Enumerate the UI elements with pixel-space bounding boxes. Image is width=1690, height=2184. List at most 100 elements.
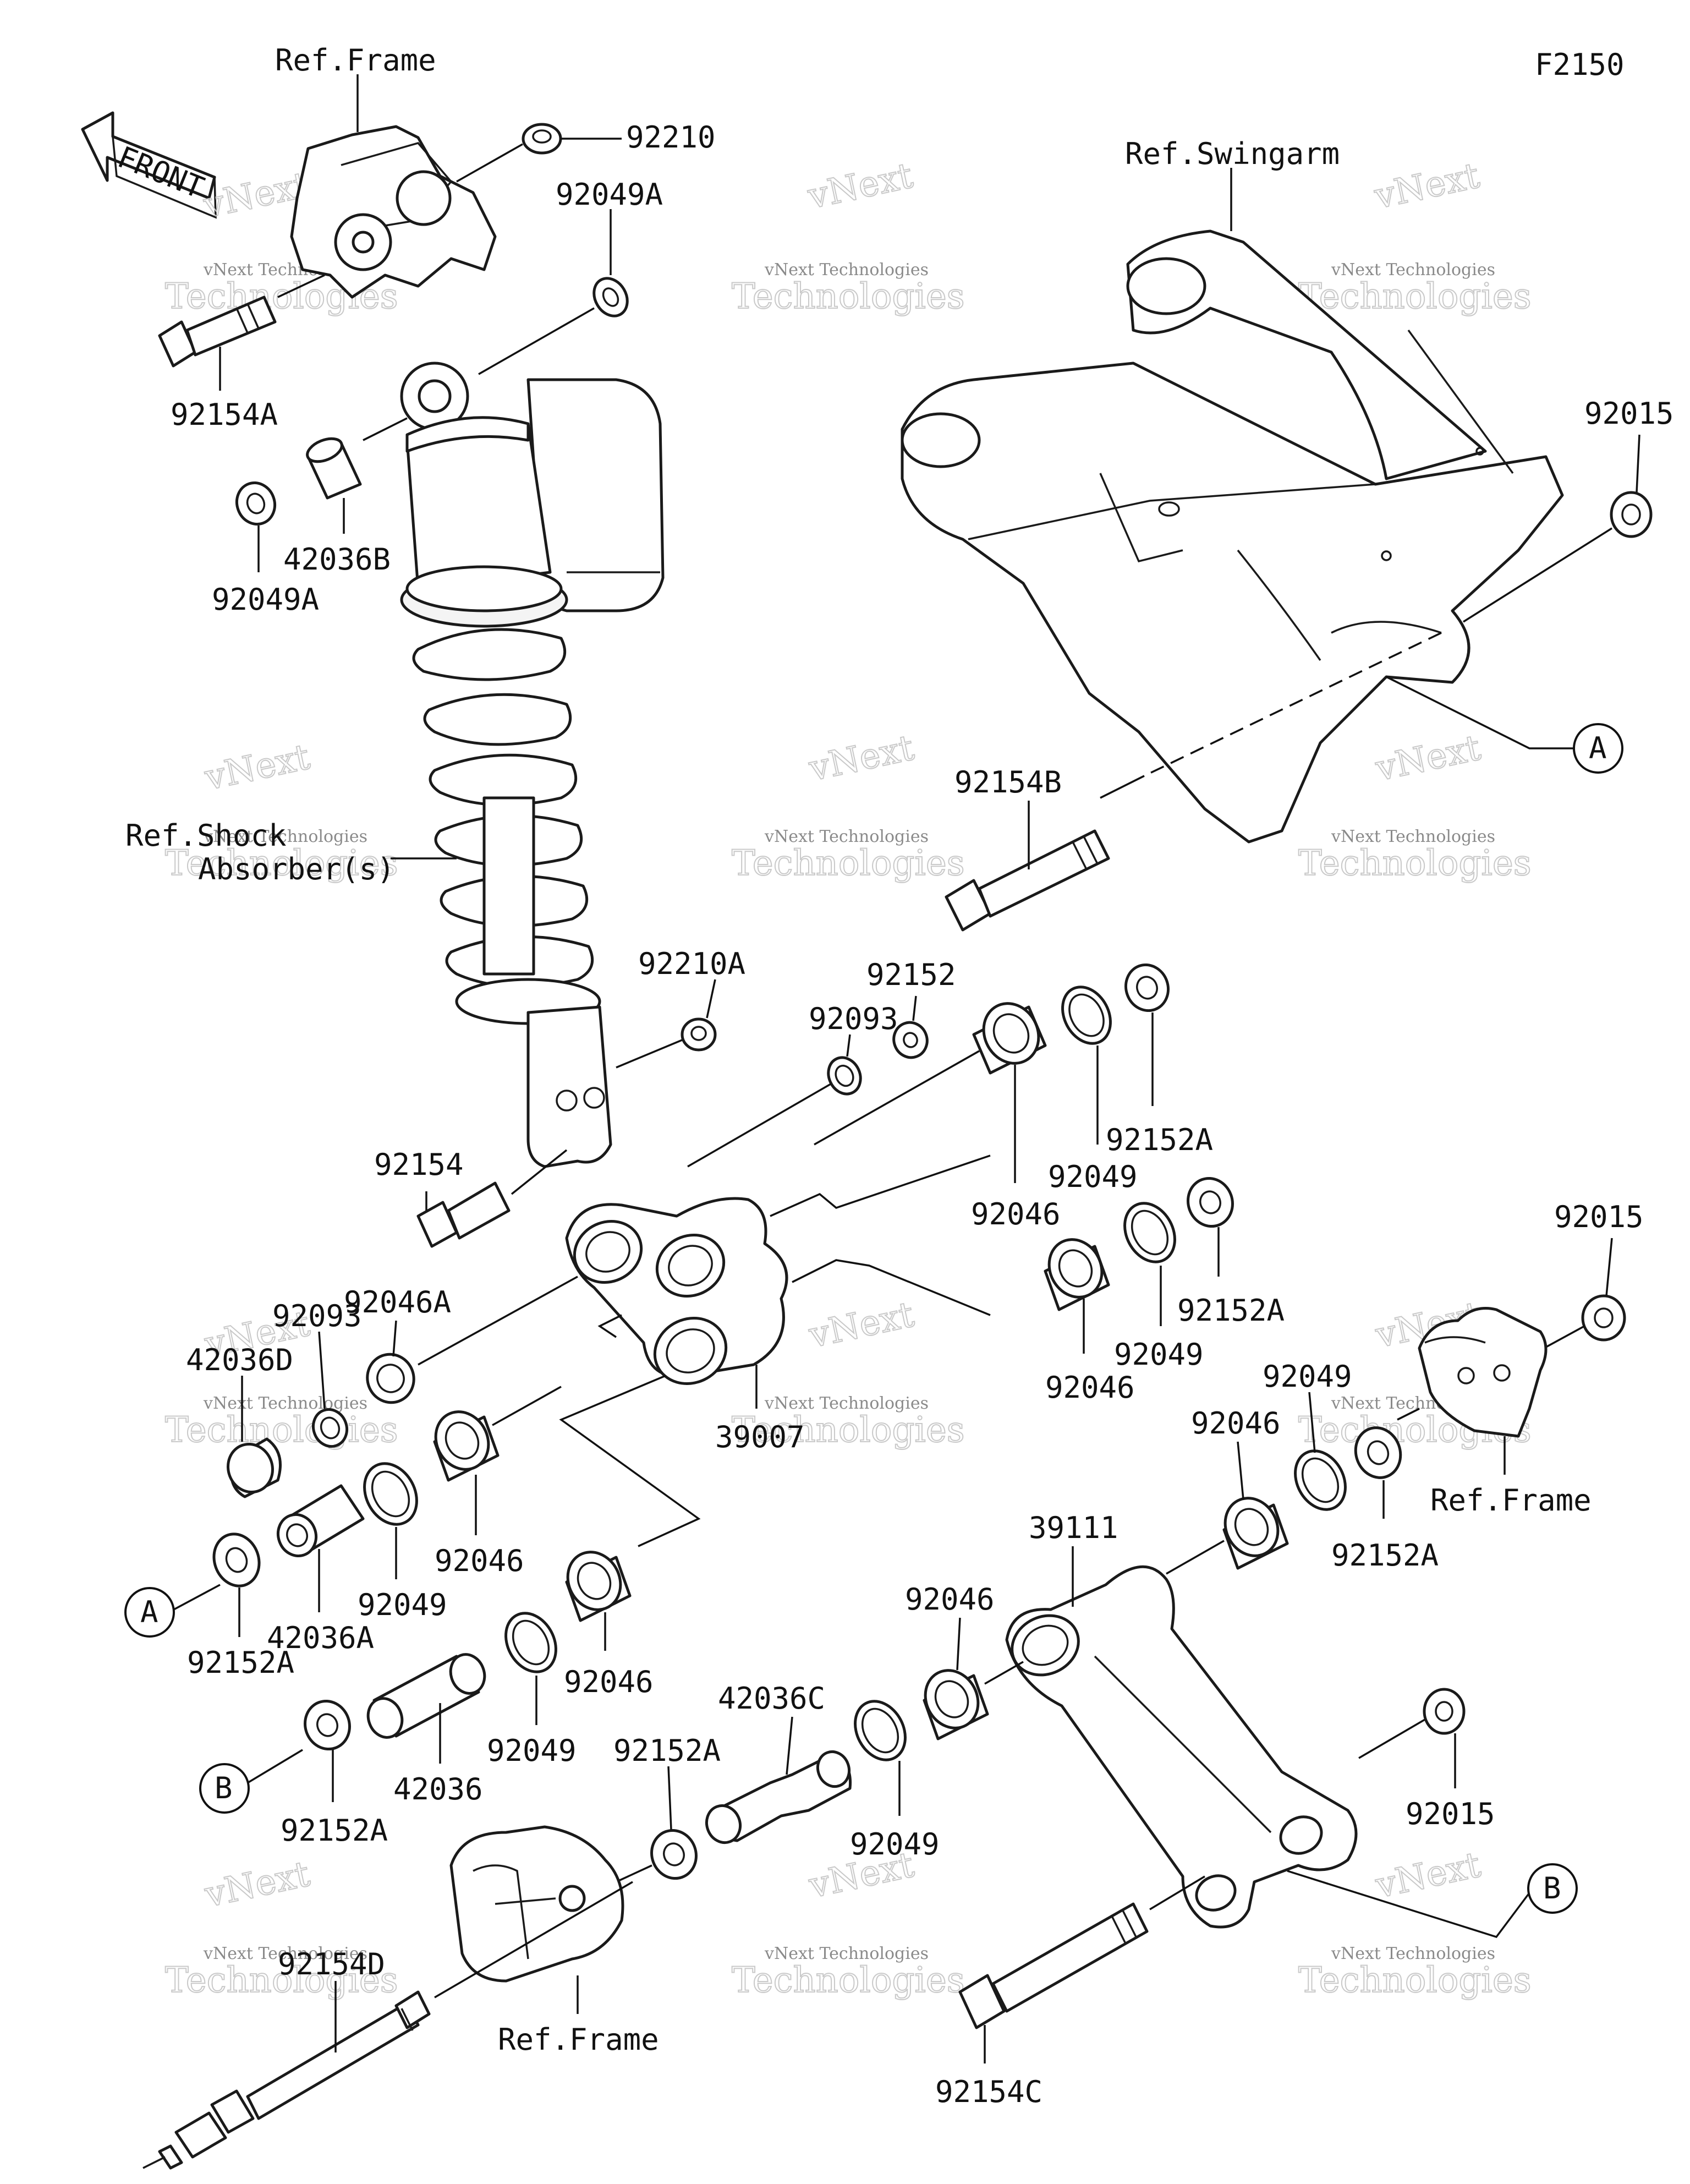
part-92049A-washer-top bbox=[592, 277, 629, 318]
part-92152A-washer-low bbox=[650, 1829, 698, 1880]
part-92152-washer bbox=[892, 1021, 929, 1059]
label-92049A-top: 92049A bbox=[556, 177, 663, 212]
watermark-text: vNext Technologies bbox=[764, 1394, 929, 1413]
label-92049-r4: 92049 bbox=[487, 1733, 577, 1768]
watermark-brand: vNext bbox=[1372, 1844, 1484, 1907]
watermark-brand: vNext bbox=[805, 727, 918, 790]
label-39007: 39007 bbox=[715, 1420, 805, 1454]
watermark-text-large: Technologies bbox=[1298, 276, 1532, 317]
label-92152A-r2: 92152A bbox=[1177, 1293, 1285, 1328]
callout-A-right bbox=[1573, 723, 1623, 774]
part-92049-seal-low bbox=[854, 1700, 907, 1761]
label-92152A-low: 92152A bbox=[613, 1733, 721, 1768]
part-92154-bolt bbox=[416, 1181, 511, 1248]
label-92093-left: 92093 bbox=[272, 1299, 362, 1333]
watermark-text: vNext Technologies bbox=[203, 827, 367, 846]
label-callout-A-left: A bbox=[140, 1595, 158, 1629]
watermark-text: vNext Technologies bbox=[1331, 260, 1495, 280]
label-92046-r2: 92046 bbox=[1045, 1370, 1135, 1405]
label-42036B: 42036B bbox=[283, 542, 391, 577]
part-92210-nut bbox=[522, 123, 562, 155]
part-92015-nut-mid bbox=[1581, 1294, 1626, 1342]
front-arrow: FRONT bbox=[81, 111, 217, 219]
label-ref-frame-mid: Ref.Frame bbox=[1430, 1483, 1592, 1518]
part-92049-seal-mid bbox=[363, 1462, 418, 1526]
label-92049-r2: 92049 bbox=[1114, 1337, 1204, 1372]
watermark-text: vNext Technologies bbox=[1331, 1944, 1495, 1963]
part-42036-collar bbox=[366, 1653, 486, 1739]
watermark-brand: vNext bbox=[201, 737, 313, 799]
label-ref-shock-2: Absorber(s) bbox=[198, 852, 395, 886]
label-92049-low: 92049 bbox=[850, 1827, 940, 1862]
watermark-text-large: Technologies bbox=[732, 1410, 965, 1450]
label-92015-mid: 92015 bbox=[1554, 1200, 1644, 1234]
part-92154A-bolt bbox=[158, 295, 277, 368]
label-92046-r3: 92046 bbox=[1191, 1406, 1281, 1441]
watermark-text-large: Technologies bbox=[165, 1960, 398, 2001]
watermark-text: vNext Technologies bbox=[1331, 827, 1495, 846]
part-92049-seal-r3 bbox=[1294, 1449, 1347, 1511]
part-92093-seal-top bbox=[827, 1056, 862, 1096]
frame-bracket-bottom bbox=[449, 1825, 624, 1983]
part-42036C-collar bbox=[705, 1750, 852, 1844]
part-39111-link bbox=[1005, 1565, 1358, 1929]
label-92015-top: 92015 bbox=[1584, 396, 1674, 431]
label-92152A-r1: 92152A bbox=[1106, 1123, 1213, 1157]
label-92049-mid: 92049 bbox=[358, 1588, 447, 1622]
shock-absorber bbox=[400, 362, 665, 1168]
label-ref-frame-top: Ref.Frame bbox=[275, 43, 436, 78]
part-92046-bearing-low bbox=[923, 1669, 989, 1740]
part-39007-rocker bbox=[565, 1197, 788, 1386]
label-92210: 92210 bbox=[626, 120, 716, 155]
part-92049-seal-r1 bbox=[1061, 986, 1112, 1045]
watermark-text: vNext Technologies bbox=[764, 1944, 929, 1963]
watermark-brand: vNext bbox=[1371, 155, 1483, 217]
part-92152A-washer-r1 bbox=[1124, 963, 1170, 1012]
label-39111: 39111 bbox=[1029, 1510, 1118, 1545]
watermark-text: vNext Technologies bbox=[764, 260, 929, 280]
part-92046-bearing-r2 bbox=[1044, 1238, 1110, 1311]
watermark-text-large: Technologies bbox=[732, 1960, 965, 2001]
watermark-text-large: Technologies bbox=[1298, 843, 1532, 884]
part-92093-seal-left bbox=[312, 1408, 348, 1448]
label-92046A: 92046A bbox=[344, 1285, 451, 1320]
callout-B-left bbox=[199, 1763, 250, 1814]
part-92046A-bearing bbox=[366, 1353, 415, 1404]
part-92015-nut-low bbox=[1423, 1688, 1466, 1735]
part-92152A-washer-r3 bbox=[1354, 1426, 1402, 1479]
swingarm bbox=[901, 229, 1564, 844]
watermark-text-large: Technologies bbox=[165, 843, 398, 884]
watermark-text: vNext Technologies bbox=[764, 827, 929, 846]
label-92154C: 92154C bbox=[935, 2074, 1042, 2109]
part-92154B-bolt bbox=[945, 829, 1110, 932]
part-92046-bearing-r4 bbox=[565, 1551, 632, 1622]
frame-bracket-top bbox=[290, 125, 497, 299]
label-callout-B-left: B bbox=[215, 1771, 233, 1805]
part-92154D-shaft bbox=[142, 1990, 431, 2170]
label-92210A: 92210A bbox=[638, 946, 745, 981]
part-92046-bearing-r3 bbox=[1222, 1497, 1289, 1570]
part-92015-nut-top bbox=[1610, 491, 1653, 538]
watermark-text-large: Technologies bbox=[165, 1410, 398, 1450]
label-callout-B-right: B bbox=[1543, 1871, 1561, 1906]
watermark-text-large: Technologies bbox=[1298, 1960, 1532, 2001]
label-ref-frame-bottom: Ref.Frame bbox=[498, 2022, 659, 2057]
label-92093-top: 92093 bbox=[809, 1001, 898, 1036]
frame-bracket-mid bbox=[1418, 1307, 1548, 1438]
watermark-text: vNext Technologies bbox=[203, 1944, 367, 1963]
label-92152A-b: 92152A bbox=[281, 1813, 388, 1848]
watermark-brand: vNext bbox=[804, 155, 917, 217]
callout-B-right bbox=[1527, 1863, 1578, 1914]
watermark-text: vNext Technologies bbox=[203, 1394, 367, 1413]
label-92152A-left: 92152A bbox=[187, 1645, 294, 1680]
label-92046-mid: 92046 bbox=[435, 1543, 524, 1578]
label-92049-r1: 92049 bbox=[1048, 1159, 1138, 1194]
label-92152A-r3: 92152A bbox=[1331, 1538, 1439, 1573]
label-92049A-left: 92049A bbox=[212, 582, 319, 617]
label-92015-low: 92015 bbox=[1406, 1797, 1495, 1831]
callout-A-left bbox=[124, 1587, 175, 1638]
watermark-brand: vNext bbox=[201, 1854, 313, 1916]
part-92152A-washer-left bbox=[212, 1532, 261, 1588]
figure-code: F2150 bbox=[1535, 47, 1625, 82]
part-92210A-nut bbox=[681, 1017, 717, 1052]
